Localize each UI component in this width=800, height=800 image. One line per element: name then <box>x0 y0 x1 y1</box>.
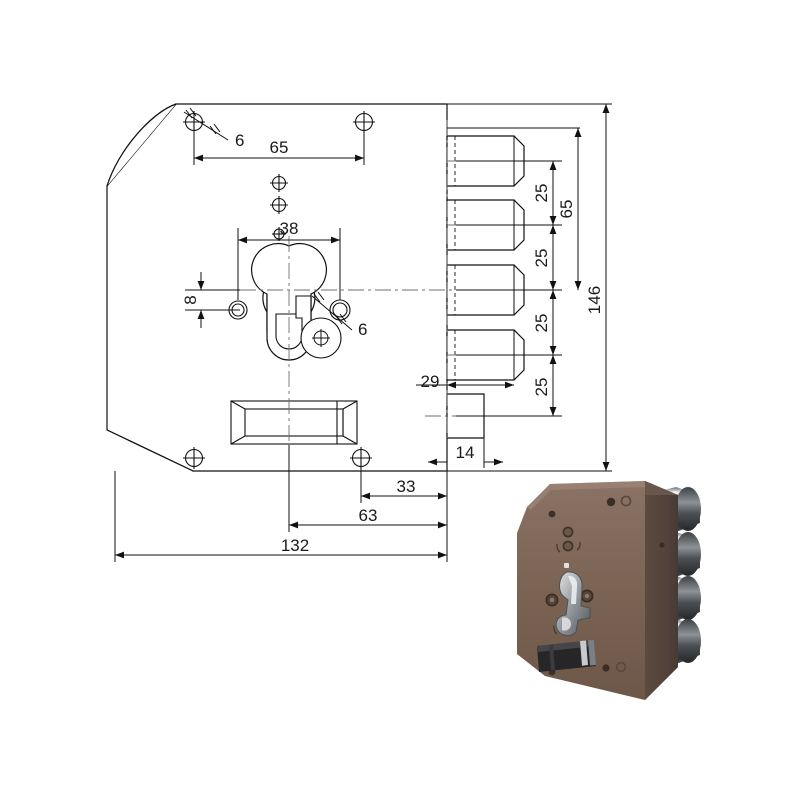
screw-hole-mid-a <box>270 174 288 192</box>
dimension-14 <box>428 438 503 468</box>
bolt-group <box>446 135 525 439</box>
lock-body-3d-render <box>517 481 701 700</box>
latch-bar <box>537 640 596 672</box>
leader-hole-6-cyl <box>311 291 353 331</box>
dim-label-33: 33 <box>397 477 416 496</box>
dimension-63 <box>288 445 448 532</box>
dim-label-8: 8 <box>181 295 200 304</box>
dim-label-63: 63 <box>359 506 378 525</box>
dim-label-65-top: 65 <box>270 138 289 157</box>
dimension-33 <box>360 466 448 503</box>
cam-hole-circle <box>300 317 342 359</box>
dimension-146 <box>447 103 612 472</box>
rectangular-slot <box>230 400 358 445</box>
dim-label-29: 29 <box>421 372 440 391</box>
dimension-8 <box>185 272 240 328</box>
plate-corner-fills <box>106 103 194 472</box>
dim-label-25-a: 25 <box>532 184 551 203</box>
dim-label-38: 38 <box>280 219 299 238</box>
dim-label-132: 132 <box>281 536 309 555</box>
dim-label-6-top: 6 <box>235 131 244 150</box>
cam-hook-mechanism <box>555 571 591 637</box>
dim-label-14: 14 <box>456 443 475 462</box>
dim-label-25-c: 25 <box>532 314 551 333</box>
leader-hole-6-top <box>183 107 229 141</box>
hole-right-of-cylinder <box>329 299 351 321</box>
screw-hole-bottom-right <box>350 447 372 469</box>
screw-hole-mid-b <box>270 196 288 214</box>
screw-hole-bottom-left <box>183 447 205 469</box>
screw-hole-top-left <box>183 111 205 133</box>
dim-label-25-b: 25 <box>532 249 551 268</box>
dimension-38 <box>237 228 341 300</box>
dimension-132 <box>114 471 448 562</box>
dim-label-25-d: 25 <box>532 378 551 397</box>
euro-cylinder-profile <box>251 243 342 361</box>
screw-hole-top-right <box>353 111 375 133</box>
dimension-25-group <box>456 160 562 417</box>
dim-label-65-vertical: 65 <box>557 200 576 219</box>
dim-label-6-cyl: 6 <box>358 320 367 339</box>
dimension-65-top <box>193 130 365 165</box>
dimension-65-vertical <box>447 127 582 290</box>
dim-label-146: 146 <box>585 286 604 314</box>
